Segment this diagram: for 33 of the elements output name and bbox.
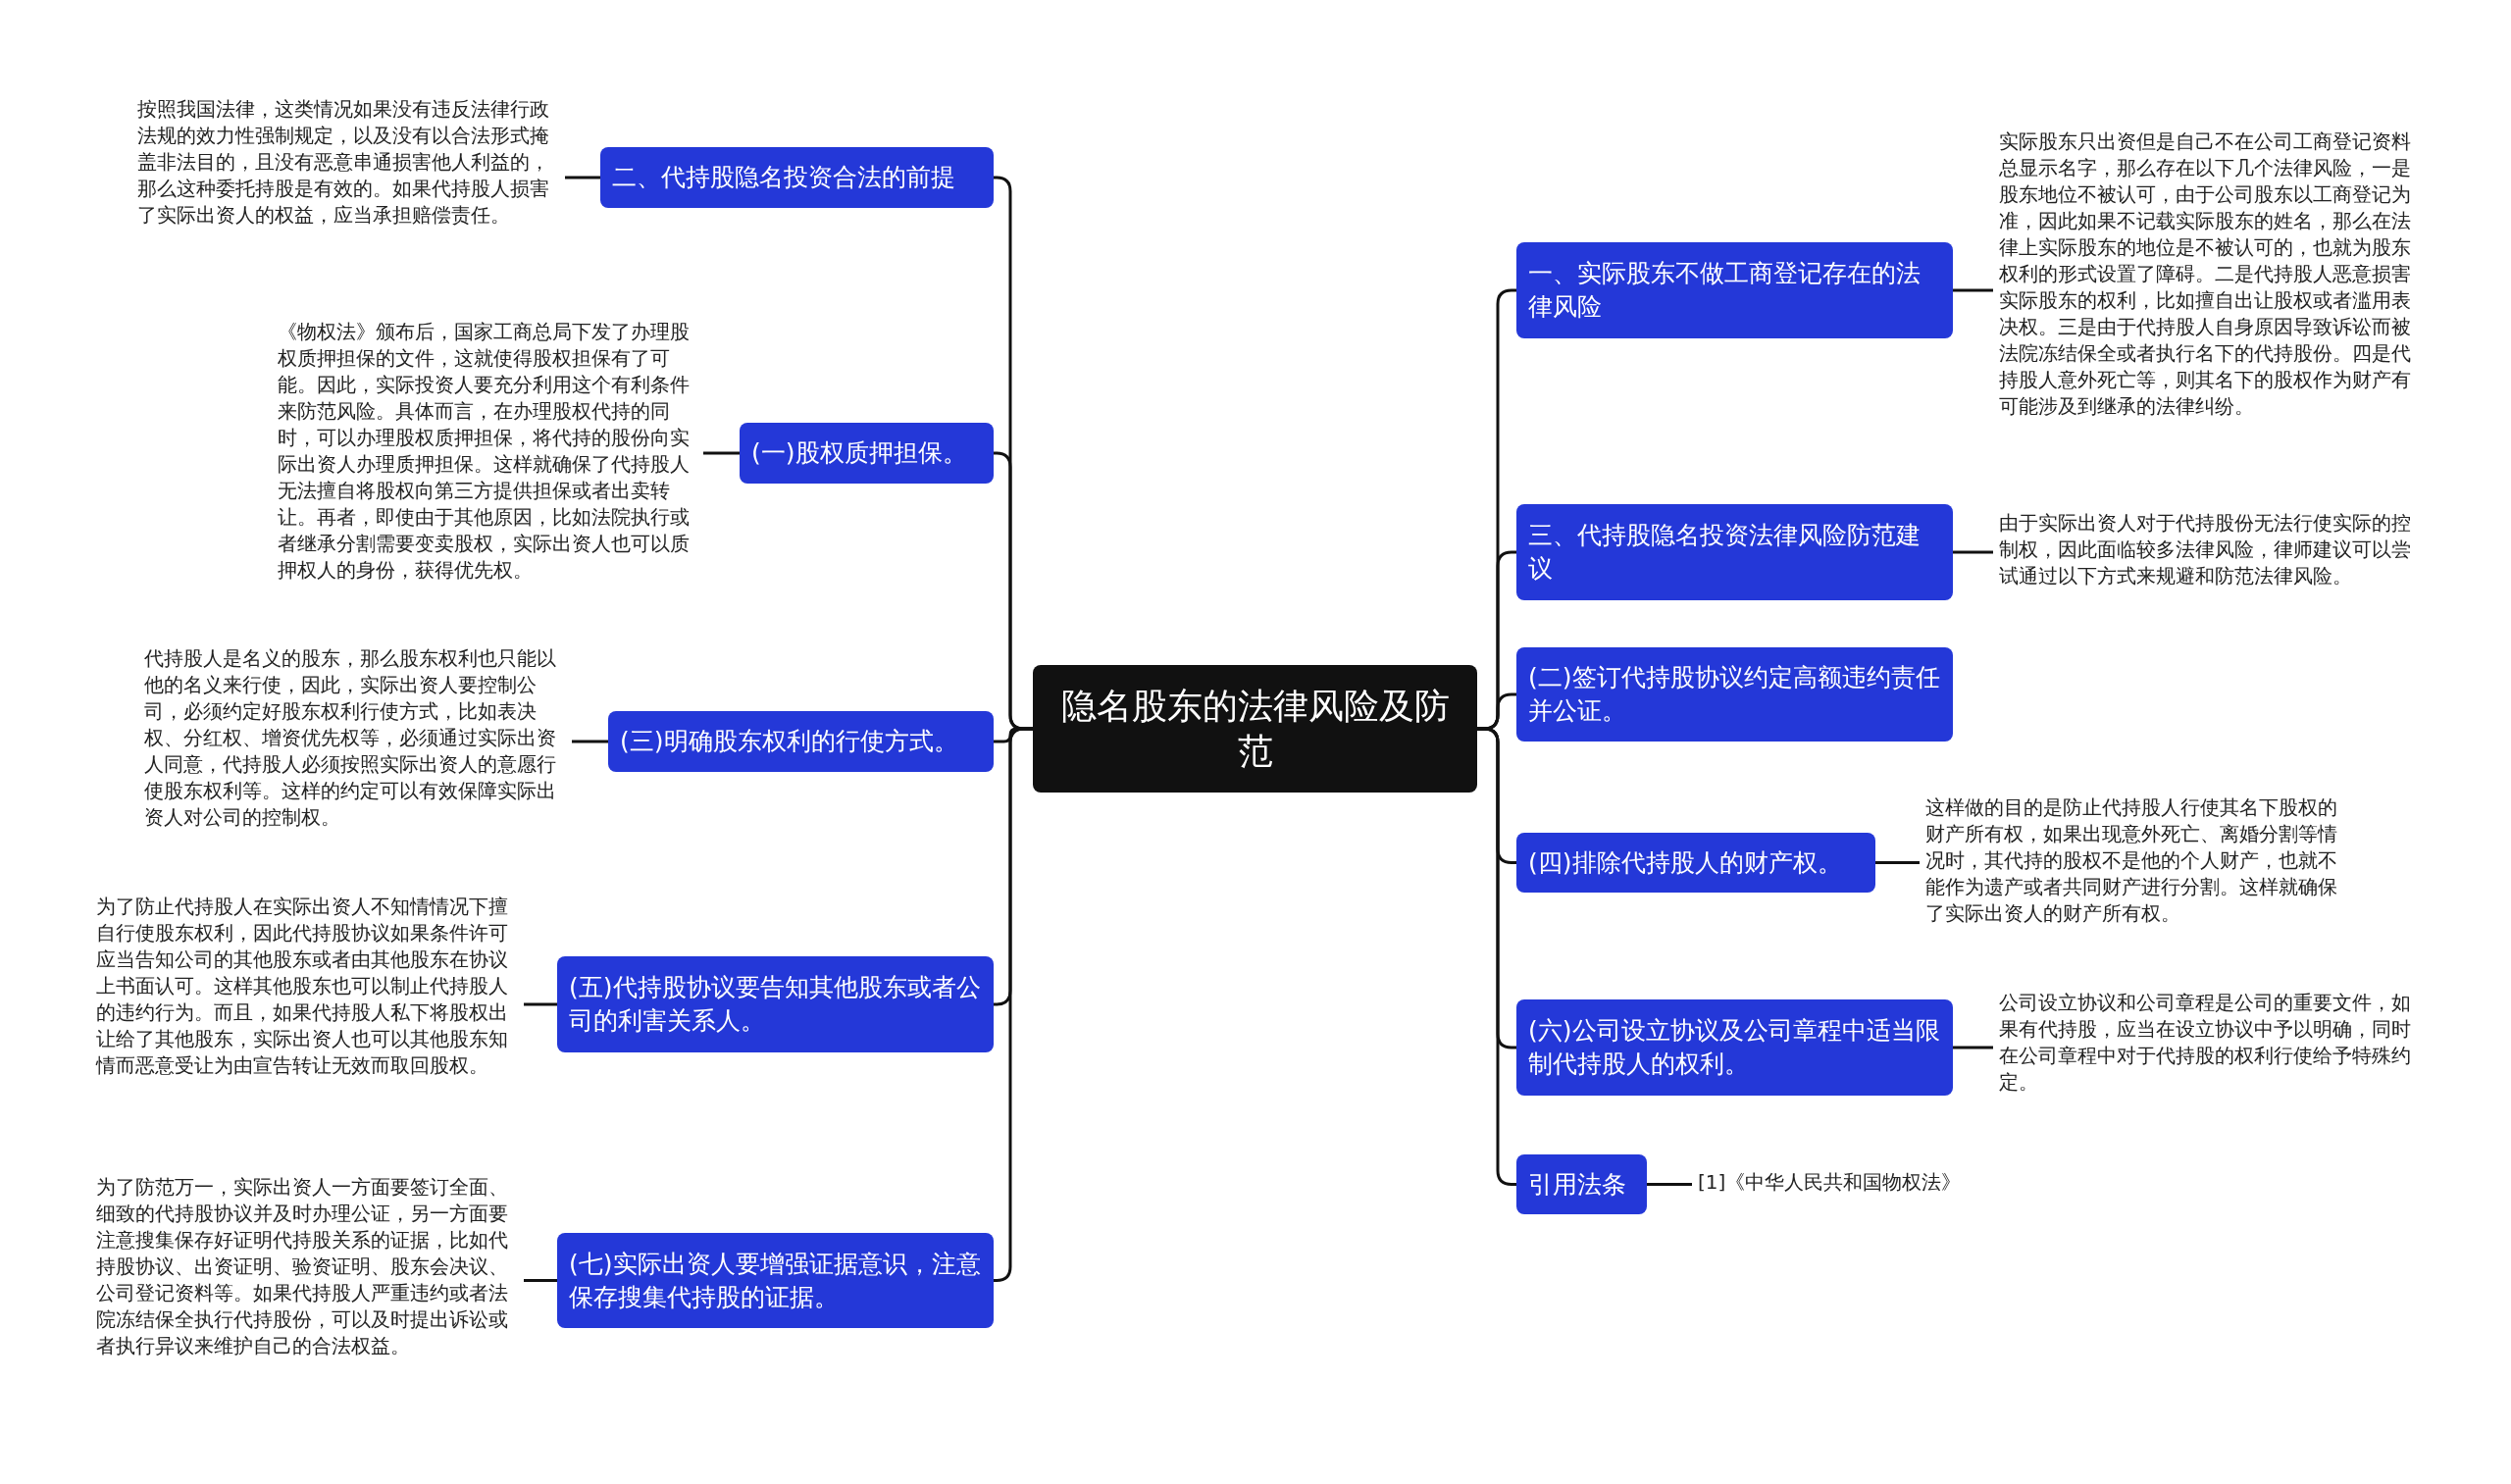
connector-line xyxy=(1875,861,1920,864)
connector-line xyxy=(1953,288,1993,292)
note-text: 为了防范万一，实际出资人一方面要签订全面、细致的代持股协议并及时办理公证，另一方面要注意搜集保存好证明代持股关系的证据，比如代持股协议、出资证明、验资证明、股东会决议、公司登记资料等。如果代持股人严重违约或者法院冻结保全执行代持股份，可以及时提出诉讼或者执行异议来维护自己的合法权益。 xyxy=(96,1174,518,1359)
connector-line xyxy=(524,1279,557,1282)
topic-box: 一、实际股东不做工商登记存在的法律风险 xyxy=(1516,242,1953,338)
note-text: [1]《中华人民共和国物权法》 xyxy=(1698,1169,1992,1196)
topic-box: (二)签订代持股协议约定高额违约责任并公证。 xyxy=(1516,647,1953,742)
topic-box: (一)股权质押担保。 xyxy=(740,423,994,484)
central-topic-box: 隐名股东的法律风险及防范 xyxy=(1033,665,1477,793)
connector-line xyxy=(524,1002,557,1006)
topic-box: (三)明确股东权利的行使方式。 xyxy=(608,711,994,772)
topic-box: 引用法条 xyxy=(1516,1154,1647,1214)
topic-box: (六)公司设立协议及公司章程中适当限制代持股人的权利。 xyxy=(1516,999,1953,1096)
note-text: 为了防止代持股人在实际出资人不知情情况下擅自行使股东权利，因此代持股协议如果条件许可应当告知公司的其他股东或者由其他股东在协议上书面认可。这样其他股东也可以制止代持股人的违约行为。而且，如果代持股人私下将股权出让给了其他股东，实际出资人也可以其他股东知情而恶意受让为由宣告转让无效而取回股权。 xyxy=(96,894,518,1079)
note-text: 实际股东只出资但是自己不在公司工商登记资料总显示名字，那么存在以下几个法律风险，一是股东地位不被认可，由于公司股东以工商登记为准，因此如果不记载实际股东的姓名，那么在法律上实际股东的地位是不被认可的，也就为股东权利的形式设置了障碍。二是代持股人恶意损害实际股东的权利，比如擅自出让股权或者滥用表决权。三是由于代持股人自身原因导致诉讼而被法院冻结保全或者执行名下的代持股份。四是代持股人意外死亡等，则其名下的股权作为财产有可能涉及到继承的法律纠纷。 xyxy=(1999,128,2421,420)
connector-line xyxy=(572,740,608,743)
topic-box: (四)排除代持股人的财产权。 xyxy=(1516,833,1875,893)
note-text: 按照我国法律，这类情况如果没有违反法律行政法规的效力性强制规定，以及没有以合法形式掩盖非法目的，且没有恶意串通损害他人利益的，那么这种委托持股是有效的。如果代持股人损害了实际出资人的权益，应当承担赔偿责任。 xyxy=(137,96,559,229)
note-text: 《物权法》颁布后，国家工商总局下发了办理股权质押担保的文件，这就使得股权担保有了可能。因此，实际投资人要充分利用这个有利条件来防范风险。具体而言，在办理股权代持的同时，可以办理股权质押担保，将代持的股份向实际出资人办理质押担保。这样就确保了代持股人无法擅自将股权向第三方提供担保或者出卖转让。再者，即使由于其他原因，比如法院执行或者继承分割需要变卖股权，实际出资人也可以质押权人的身份，获得优先权。 xyxy=(278,319,697,584)
topic-box: (五)代持股协议要告知其他股东或者公司的利害关系人。 xyxy=(557,956,994,1052)
connector-line xyxy=(1477,727,1516,1186)
connector-line xyxy=(1953,550,1993,554)
note-text: 公司设立协议和公司章程是公司的重要文件，如果有代持股，应当在设立协议中予以明确，同时在公司章程中对于代持股的权利行使给予特殊约定。 xyxy=(1999,990,2421,1096)
note-text: 这样做的目的是防止代持股人行使其名下股权的财产所有权，如果出现意外死亡、离婚分割等情况时，其代持的股权不是他的个人财产，也就不能作为遗产或者共同财产进行分割。这样就确保了实际出资人的财产所有权。 xyxy=(1925,794,2347,927)
note-text: 代持股人是名义的股东，那么股东权利也只能以他的名义来行使，因此，实际出资人要控制公司，必须约定好股东权利行使方式，比如表决权、分红权、增资优先权等，必须通过实际出资人同意，代持股人必须按照实际出资人的意愿行使股东权利等。这样的约定可以有效保障实际出资人对公司的控制权。 xyxy=(144,645,566,831)
topic-box: (七)实际出资人要增强证据意识，注意保存搜集代持股的证据。 xyxy=(557,1233,994,1328)
connector-line xyxy=(565,176,600,179)
connector-line xyxy=(703,451,740,455)
note-text: 由于实际出资人对于代持股份无法行使实际的控制权，因此面临较多法律风险，律师建议可以尝试通过以下方式来规避和防范法律风险。 xyxy=(1999,510,2421,589)
topic-box: 二、代持股隐名投资合法的前提 xyxy=(600,147,994,208)
topic-box: 三、代持股隐名投资法律风险防范建议 xyxy=(1516,504,1953,600)
connector-line xyxy=(1647,1183,1692,1186)
connector-line xyxy=(1953,1046,1993,1049)
